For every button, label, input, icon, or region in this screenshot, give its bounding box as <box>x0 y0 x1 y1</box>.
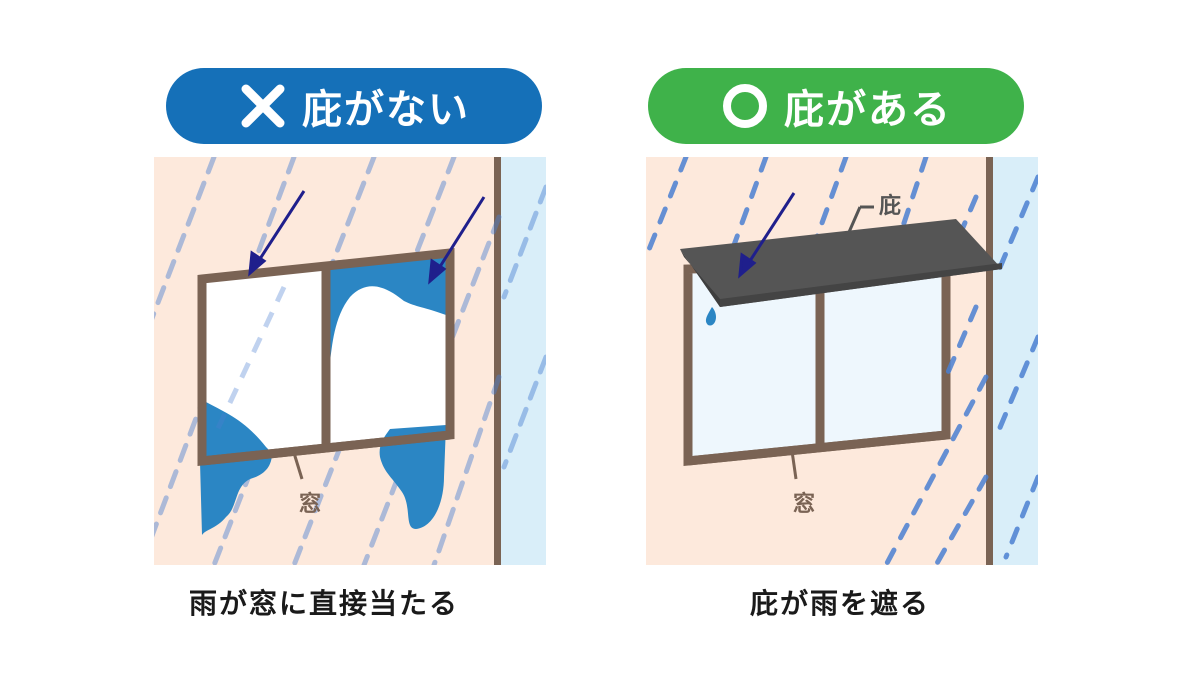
scene-with-eave: 庇 窓 <box>646 157 1038 565</box>
rain-lower <box>943 304 979 380</box>
scene-no-eave: 窓 <box>154 157 546 565</box>
window-label-line <box>790 450 798 480</box>
window <box>197 248 455 535</box>
circle-icon <box>723 84 767 128</box>
eave <box>680 219 1002 307</box>
side-wall <box>992 157 1038 565</box>
rain-arrows <box>248 190 486 285</box>
panel-no-eave: 庇がない <box>154 68 546 620</box>
wet-patch <box>379 425 446 529</box>
wet-patch <box>330 251 450 362</box>
title-badge-with-eave: 庇がある <box>648 68 1024 144</box>
eave-label-line <box>844 206 862 240</box>
wet-patch <box>200 402 272 535</box>
window-label: 窓 <box>793 491 815 517</box>
wall-edge <box>986 157 993 565</box>
side-wall <box>500 157 546 565</box>
rain-arrow <box>738 192 796 279</box>
window-label: 窓 <box>299 491 321 517</box>
cross-icon <box>241 84 285 128</box>
window-label-line <box>292 452 304 480</box>
panel-with-eave: 庇がある <box>600 0 1200 675</box>
title-with-eave: 庇がある <box>784 87 952 133</box>
title-no-eave: 庇がない <box>302 87 470 133</box>
raindrop-icon <box>705 307 716 326</box>
caption-with-eave: 庇が雨を遮る <box>749 587 930 620</box>
wall-edge <box>494 157 501 565</box>
title-badge-no-eave: 庇がない <box>166 68 542 144</box>
eave-label: 庇 <box>879 193 901 219</box>
caption-no-eave: 雨が窓に直接当たる <box>188 587 459 620</box>
